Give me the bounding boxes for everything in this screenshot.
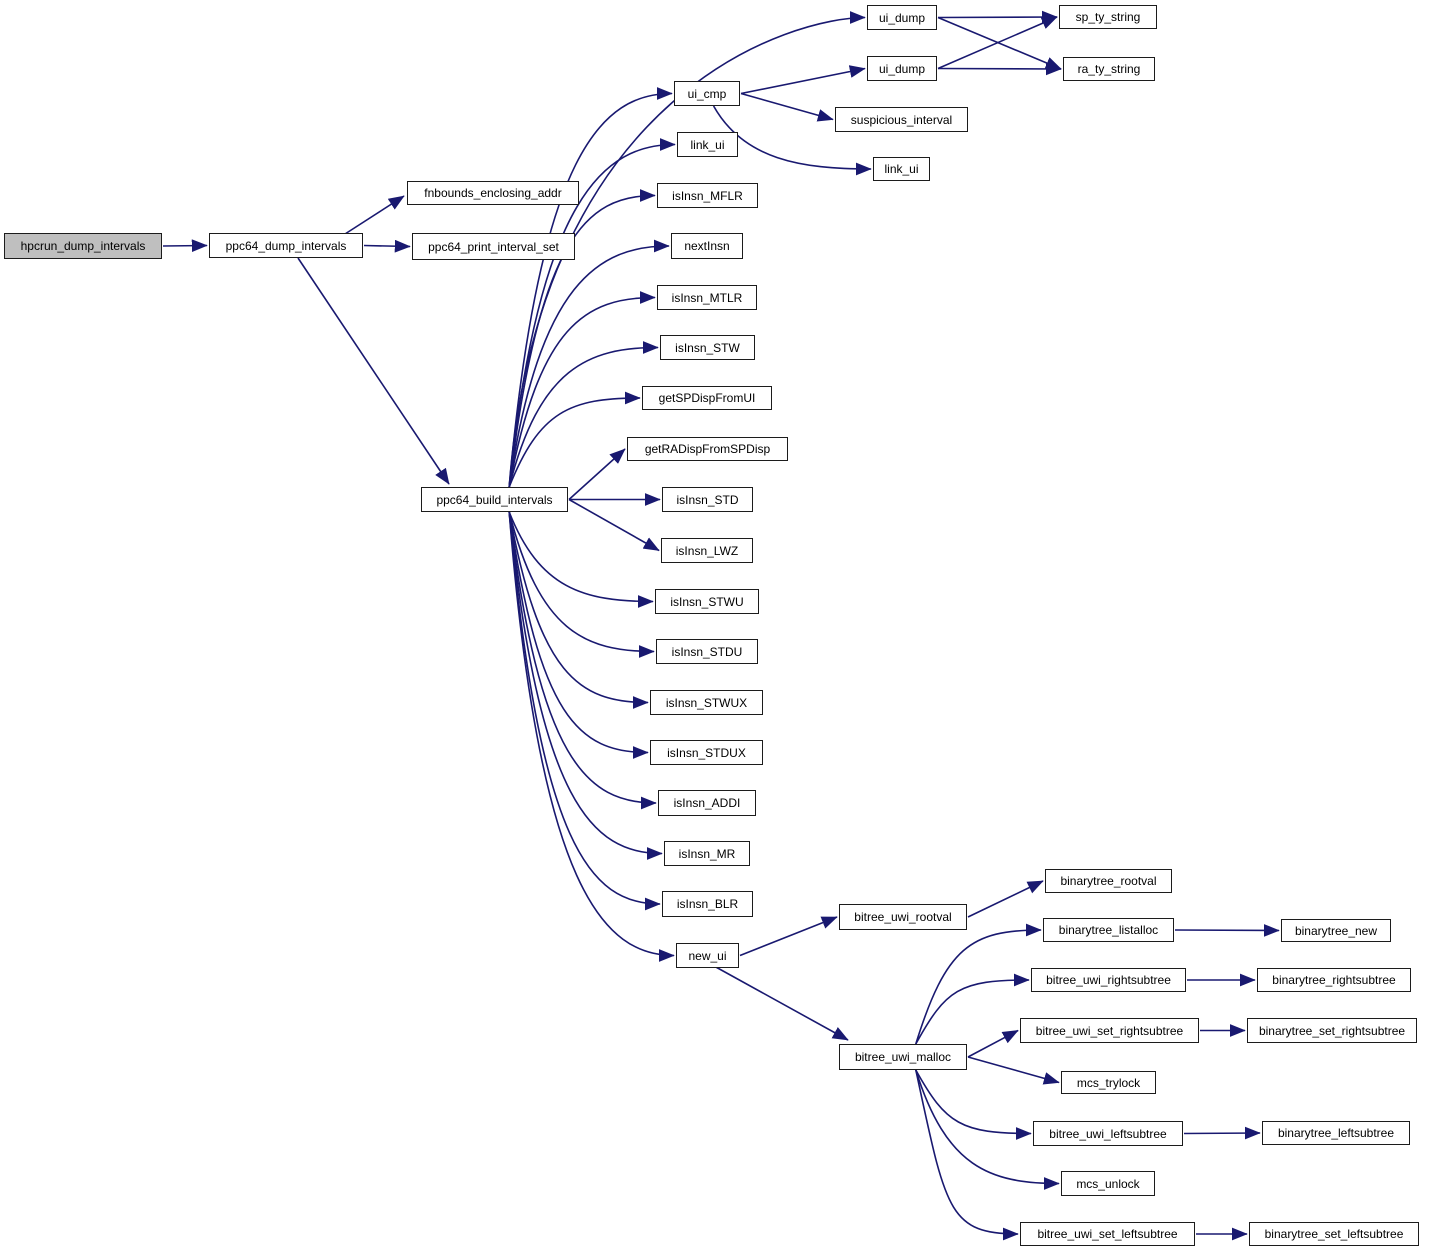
graph-node-mr[interactable]: isInsn_MR <box>664 841 750 866</box>
graph-node-hpcrun[interactable]: hpcrun_dump_intervals <box>4 233 162 259</box>
edge-ui_cmp-to-ui_dump2 <box>740 65 866 95</box>
edge-listalloc-to-b_new <box>1174 924 1280 937</box>
graph-node-listalloc[interactable]: binarytree_listalloc <box>1043 918 1174 942</box>
graph-node-set_lsub[interactable]: bitree_uwi_set_leftsubtree <box>1020 1222 1195 1246</box>
graph-node-getsp[interactable]: getSPDispFromUI <box>642 386 772 410</box>
edge-malloc-to-set_rsub <box>967 1029 1019 1058</box>
edge-build-to-mr <box>508 511 663 860</box>
edge-malloc-to-trylock <box>967 1056 1060 1085</box>
edge-build-to-stdux <box>508 511 649 759</box>
graph-node-mflr[interactable]: isInsn_MFLR <box>657 183 758 208</box>
edge-build-to-getsp <box>508 391 641 488</box>
graph-node-mtlr[interactable]: isInsn_MTLR <box>657 285 757 310</box>
edge-new_ui-to-rootval <box>739 916 838 957</box>
edge-hpcrun-to-dump <box>162 239 208 253</box>
graph-node-stwu[interactable]: isInsn_STWU <box>655 589 759 614</box>
edge-malloc-to-r_sub <box>915 973 1030 1045</box>
graph-node-b_rsub[interactable]: binarytree_rightsubtree <box>1257 968 1411 992</box>
graph-node-getra[interactable]: getRADispFromSPDisp <box>627 437 788 461</box>
graph-node-fnbounds[interactable]: fnbounds_enclosing_addr <box>407 181 579 205</box>
edge-ui_cmp-to-susp <box>740 92 834 122</box>
graph-node-unlock[interactable]: mcs_unlock <box>1061 1171 1155 1196</box>
edge-ui_dump1-to-sp_ty <box>937 10 1058 24</box>
graph-node-link2[interactable]: link_ui <box>873 157 930 181</box>
edge-rootval-to-b_rootval <box>967 880 1044 918</box>
edge-dump-to-fnbounds <box>344 195 405 235</box>
edge-build-to-stdu <box>508 511 655 658</box>
graph-node-ui_dump2[interactable]: ui_dump <box>867 56 937 81</box>
edge-dump-to-build <box>297 257 450 485</box>
graph-node-ui_dump1[interactable]: ui_dump <box>867 5 937 30</box>
edge-malloc-to-listalloc <box>915 923 1042 1045</box>
edge-malloc-to-unlock <box>915 1069 1060 1190</box>
edge-build-to-stwu <box>508 511 654 608</box>
graph-node-blr[interactable]: isInsn_BLR <box>662 891 753 917</box>
edge-malloc-to-set_lsub <box>915 1069 1019 1241</box>
graph-node-b_rootval[interactable]: binarytree_rootval <box>1045 869 1172 893</box>
graph-node-malloc[interactable]: bitree_uwi_malloc <box>839 1044 967 1070</box>
edge-build-to-getra <box>568 448 626 501</box>
graph-node-trylock[interactable]: mcs_trylock <box>1061 1071 1156 1094</box>
graph-node-nextinsn[interactable]: nextInsn <box>671 233 743 259</box>
graph-node-print[interactable]: ppc64_print_interval_set <box>412 233 575 260</box>
edge-ui_dump1-to-ra_ty <box>937 16 1062 70</box>
edge-build-to-blr <box>508 511 661 911</box>
graph-node-build[interactable]: ppc64_build_intervals <box>421 487 568 512</box>
edge-build-to-link1 <box>508 138 676 488</box>
graph-node-stdu[interactable]: isInsn_STDU <box>656 639 758 664</box>
edge-ui_dump2-to-ra_ty <box>937 62 1062 76</box>
graph-node-l_sub[interactable]: bitree_uwi_leftsubtree <box>1033 1121 1183 1146</box>
edge-ui_dump2-to-sp_ty <box>937 16 1058 70</box>
graph-node-r_sub[interactable]: bitree_uwi_rightsubtree <box>1031 968 1186 992</box>
graph-node-b_lsub[interactable]: binarytree_leftsubtree <box>1262 1121 1410 1145</box>
edge-build-to-new_ui <box>508 511 675 962</box>
graph-node-std[interactable]: isInsn_STD <box>662 487 753 512</box>
graph-node-stw[interactable]: isInsn_STW <box>660 335 755 360</box>
graph-node-b_set_rsub[interactable]: binarytree_set_rightsubtree <box>1247 1018 1417 1043</box>
graph-node-link1[interactable]: link_ui <box>677 132 738 157</box>
graph-node-new_ui[interactable]: new_ui <box>676 943 739 968</box>
graph-node-set_rsub[interactable]: bitree_uwi_set_rightsubtree <box>1020 1018 1199 1043</box>
edge-build-to-mtlr <box>508 291 656 488</box>
edge-build-to-nextinsn <box>508 239 670 488</box>
graph-node-stdux[interactable]: isInsn_STDUX <box>650 740 763 765</box>
graph-node-ra_ty[interactable]: ra_ty_string <box>1063 57 1155 81</box>
edge-build-to-addi <box>508 511 657 810</box>
edge-ui_cmp-to-link2 <box>712 105 872 176</box>
graph-node-stwux[interactable]: isInsn_STWUX <box>650 690 763 715</box>
graph-node-ui_cmp[interactable]: ui_cmp <box>674 81 740 106</box>
graph-node-b_new[interactable]: binarytree_new <box>1281 919 1391 942</box>
graph-node-lwz[interactable]: isInsn_LWZ <box>661 538 753 563</box>
edge-dump-to-print <box>363 239 411 253</box>
graph-node-rootval[interactable]: bitree_uwi_rootval <box>839 904 967 930</box>
edge-build-to-lwz <box>568 498 660 552</box>
graph-node-sp_ty[interactable]: sp_ty_string <box>1059 5 1157 29</box>
edge-build-to-stw <box>508 341 659 488</box>
edge-build-to-stwux <box>508 511 649 709</box>
graph-node-susp[interactable]: suspicious_interval <box>835 107 968 132</box>
edge-new_ui-to-malloc <box>713 965 849 1041</box>
edge-build-to-ui_cmp <box>508 87 673 488</box>
graph-node-addi[interactable]: isInsn_ADDI <box>658 790 756 816</box>
edge-l_sub-to-b_lsub <box>1183 1126 1261 1140</box>
edge-malloc-to-l_sub <box>915 1069 1032 1140</box>
graph-node-b_set_lsub[interactable]: binarytree_set_leftsubtree <box>1249 1222 1419 1246</box>
graph-node-dump[interactable]: ppc64_dump_intervals <box>209 233 363 258</box>
